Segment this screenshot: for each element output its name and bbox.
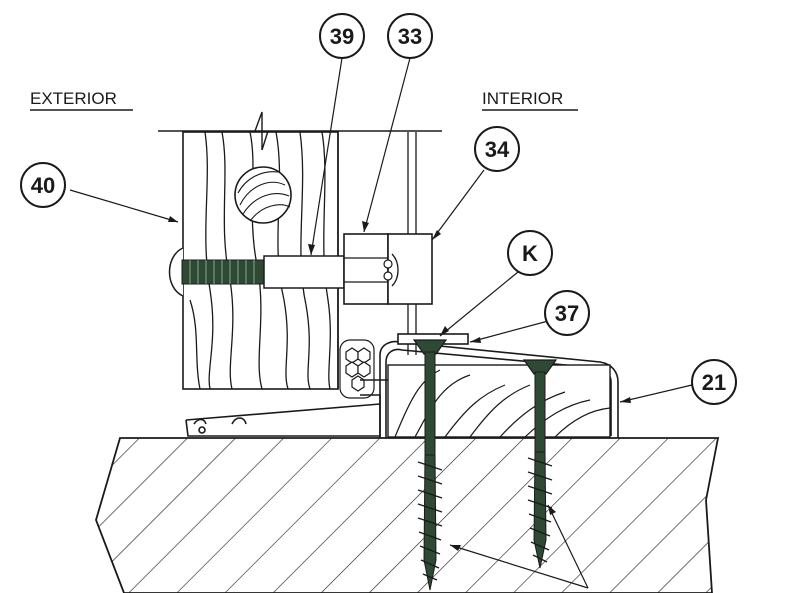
callout-37-text: 37 xyxy=(555,301,579,326)
callout-33: 33 xyxy=(387,13,433,59)
screw-k xyxy=(412,339,448,591)
callout-39-text: 39 xyxy=(330,24,354,49)
screw-right xyxy=(522,359,558,569)
leader-lines xyxy=(69,57,693,589)
callout-37: 37 xyxy=(544,290,590,336)
leader-arrowheads xyxy=(168,216,631,551)
callout-33-text: 33 xyxy=(398,24,422,49)
callout-34: 34 xyxy=(474,126,520,172)
subfloor-section xyxy=(95,437,720,593)
callout-k-text: K xyxy=(522,241,538,266)
callout-39: 39 xyxy=(319,13,365,59)
wood-block xyxy=(387,364,611,438)
weatherstrip xyxy=(339,339,375,399)
sleeve-and-cap xyxy=(343,233,433,305)
callout-k: K xyxy=(507,230,553,276)
exterior-label: EXTERIOR xyxy=(30,89,117,108)
callout-40-text: 40 xyxy=(31,173,55,198)
callout-21: 21 xyxy=(691,359,737,405)
interior-label: INTERIOR xyxy=(482,89,563,108)
threaded-rod xyxy=(181,255,345,289)
callout-21-text: 21 xyxy=(702,370,726,395)
threshold-profile xyxy=(185,333,619,438)
callout-34-text: 34 xyxy=(485,137,510,162)
callout-40: 40 xyxy=(20,162,66,208)
